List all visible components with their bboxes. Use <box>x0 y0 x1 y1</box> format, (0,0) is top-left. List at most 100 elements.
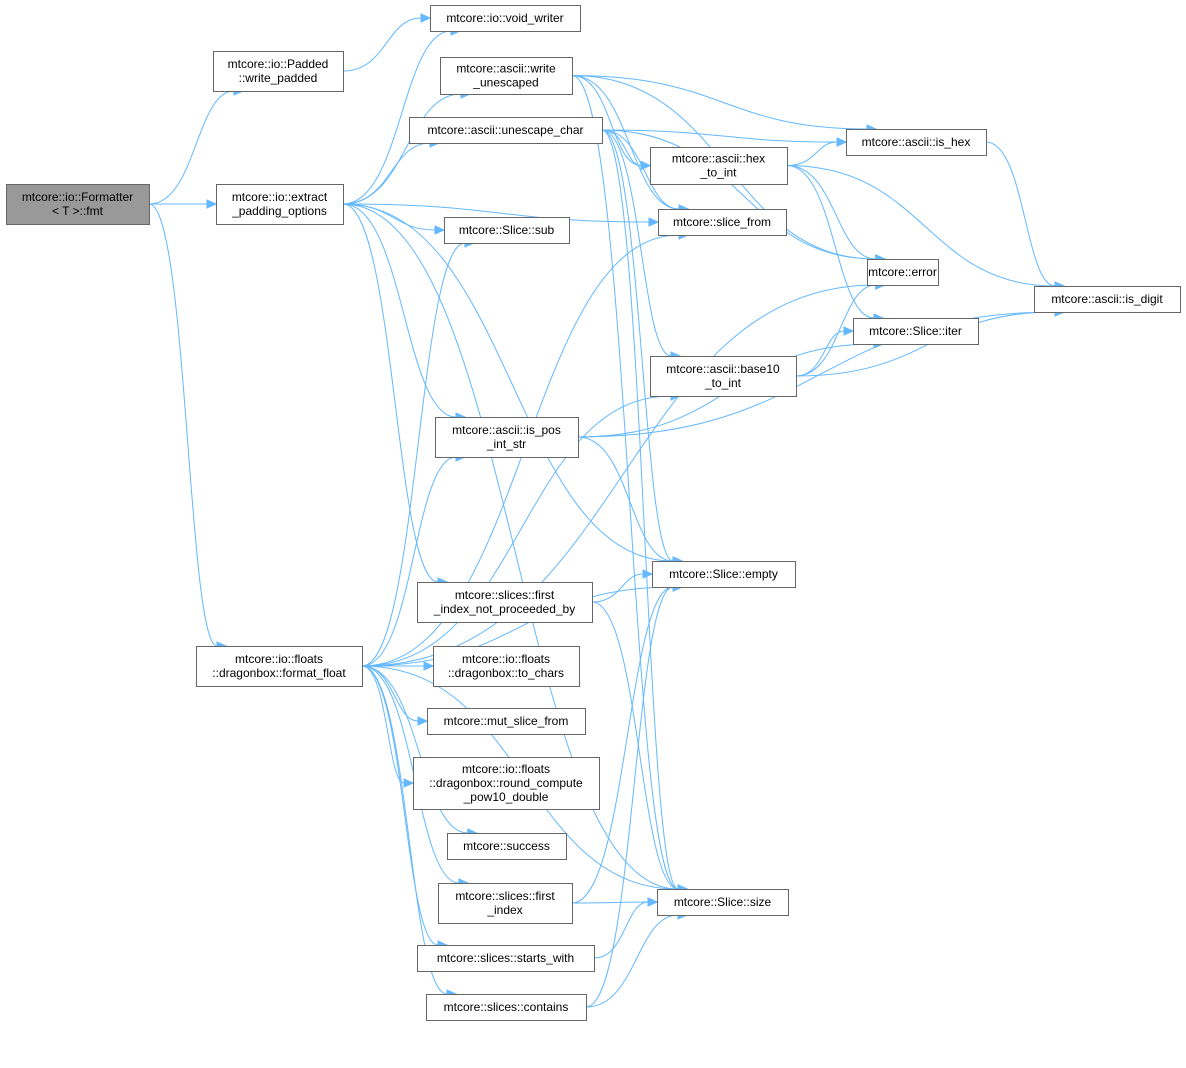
edge-format-float-to-error <box>361 284 876 667</box>
node-label-line: mtcore::io::Padded <box>228 57 329 71</box>
node-write-unescaped[interactable]: mtcore::ascii::write_unescaped <box>440 57 573 95</box>
edge-unescape-char-to-base10-to-int <box>601 129 672 357</box>
node-label-line: mtcore::slices::starts_with <box>437 951 574 965</box>
node-mut-slice-from[interactable]: mtcore::mut_slice_from <box>427 708 586 735</box>
edge-hex-to-int-to-is-digit <box>786 165 1056 287</box>
node-label-line: ::dragonbox::to_chars <box>448 666 564 680</box>
edge-first-index-not-proceeded-by-to-slice-empty <box>591 573 644 603</box>
edge-first-index-to-slice-empty <box>571 586 674 904</box>
arrow-head <box>423 661 435 671</box>
node-label-line: mtcore::Slice::sub <box>459 223 555 237</box>
arrow-head <box>434 225 446 235</box>
node-label-line: _padding_options <box>231 204 327 218</box>
node-label-line: mtcore::ascii::unescape_char <box>427 123 583 137</box>
node-slice-empty[interactable]: mtcore::Slice::empty <box>652 561 796 588</box>
node-label-line: mtcore::io::Formatter <box>22 190 133 204</box>
node-label-line: _to_int <box>704 376 742 390</box>
node-label-line: mtcore::ascii::is_hex <box>862 135 971 149</box>
node-hex-to-int[interactable]: mtcore::ascii::hex_to_int <box>650 147 788 185</box>
edge-unescape-char-to-error <box>601 129 876 260</box>
edge-base10-to-int-to-error <box>795 284 876 377</box>
edge-extract-padding-options-to-unescape-char <box>342 142 431 205</box>
node-box <box>846 129 987 156</box>
arrow-head <box>648 217 660 227</box>
edge-is-hex-to-is-digit <box>985 141 1056 287</box>
edge-extract-padding-options-to-slice-empty <box>342 203 674 562</box>
node-label-line: ::write_padded <box>239 71 318 85</box>
node-box <box>1034 286 1181 313</box>
edge-unescape-char-to-slice-size <box>601 129 679 890</box>
node-box <box>438 883 573 924</box>
node-to-chars[interactable]: mtcore::io::floats::dragonbox::to_chars <box>433 646 580 687</box>
node-label-line: _unescaped <box>472 76 538 90</box>
node-label-line: ::dragonbox::round_compute <box>429 776 583 790</box>
node-box <box>444 217 570 244</box>
edge-format-float-to-contains <box>361 665 448 995</box>
node-fmt[interactable]: mtcore::io::Formatter< T >::fmt <box>6 184 150 225</box>
node-contains[interactable]: mtcore::slices::contains <box>426 994 587 1021</box>
node-write-padded[interactable]: mtcore::io::Padded::write_padded <box>213 51 344 92</box>
node-box <box>652 561 796 588</box>
node-box <box>650 147 788 185</box>
node-label-line: mtcore::ascii::is_digit <box>1051 292 1163 306</box>
node-label-line: _pow10_double <box>463 790 549 804</box>
edge-format-float-to-is-pos-int-str <box>361 456 457 667</box>
node-label-line: mtcore::ascii::write <box>456 62 556 76</box>
node-label-line: mtcore::success <box>463 839 550 853</box>
node-box <box>427 708 586 735</box>
arrow-head <box>647 897 659 907</box>
edge-extract-padding-options-to-write-unescaped <box>342 93 462 205</box>
node-slice-size[interactable]: mtcore::Slice::size <box>657 889 789 916</box>
node-label-line: mtcore::io::void_writer <box>446 11 563 25</box>
node-slice-from[interactable]: mtcore::slice_from <box>658 209 787 236</box>
node-extract-padding-options[interactable]: mtcore::io::extract_padding_options <box>216 184 344 225</box>
node-is-pos-int-str[interactable]: mtcore::ascii::is_pos_int_str <box>435 417 579 458</box>
node-box <box>216 184 344 225</box>
node-first-index[interactable]: mtcore::slices::first_index <box>438 883 573 924</box>
node-label-line: mtcore::io::floats <box>235 652 323 666</box>
node-format-float[interactable]: mtcore::io::floats::dragonbox::format_fl… <box>196 646 363 687</box>
node-error[interactable]: mtcore::error <box>867 259 939 286</box>
edge-format-float-to-success <box>361 665 468 834</box>
node-round-compute-pow10-double[interactable]: mtcore::io::floats::dragonbox::round_com… <box>413 757 600 810</box>
edge-extract-padding-options-to-first-index-not-proceeded-by <box>342 203 439 583</box>
node-box <box>853 318 979 345</box>
node-first-index-not-proceeded-by[interactable]: mtcore::slices::first_index_not_proceede… <box>417 582 593 623</box>
node-label-line: mtcore::ascii::hex <box>672 152 765 166</box>
node-slice-iter[interactable]: mtcore::Slice::iter <box>853 318 979 345</box>
node-void-writer[interactable]: mtcore::io::void_writer <box>430 5 581 32</box>
node-box <box>213 51 344 92</box>
node-label-line: < T >::fmt <box>52 204 104 218</box>
edge-contains-to-slice-size <box>585 914 679 1008</box>
node-box <box>430 5 581 32</box>
node-label-line: mtcore::mut_slice_from <box>444 714 569 728</box>
edge-extract-padding-options-to-is-pos-int-str <box>342 203 457 418</box>
edge-extract-padding-options-to-void-writer <box>342 30 452 205</box>
arrow-head <box>642 569 654 579</box>
edge-fmt-to-format-float <box>148 203 218 647</box>
edge-is-pos-int-str-to-slice-empty <box>577 436 674 562</box>
node-label-line: mtcore::io::floats <box>462 652 550 666</box>
node-label-line: mtcore::ascii::base10 <box>666 362 780 376</box>
node-starts-with[interactable]: mtcore::slices::starts_with <box>417 945 595 972</box>
node-label-line: mtcore::ascii::is_pos <box>452 423 561 437</box>
arrow-head <box>417 716 429 726</box>
node-slice-sub[interactable]: mtcore::Slice::sub <box>444 217 570 244</box>
arrow-head <box>206 199 218 209</box>
node-label-line: ::dragonbox::format_float <box>212 666 346 680</box>
edge-hex-to-int-to-is-hex <box>786 141 838 166</box>
edge-is-pos-int-str-to-is-digit <box>577 311 1056 438</box>
node-label-line: mtcore::slices::contains <box>444 1000 569 1014</box>
node-is-digit[interactable]: mtcore::ascii::is_digit <box>1034 286 1181 313</box>
node-label-line: _index_not_proceeded_by <box>433 602 575 616</box>
edge-extract-padding-options-to-slice-size <box>342 203 679 890</box>
node-label-line: mtcore::slices::first <box>455 889 555 903</box>
node-success[interactable]: mtcore::success <box>447 833 567 860</box>
node-box <box>433 646 580 687</box>
node-box <box>417 945 595 972</box>
node-base10-to-int[interactable]: mtcore::ascii::base10_to_int <box>650 356 797 397</box>
node-is-hex[interactable]: mtcore::ascii::is_hex <box>846 129 987 156</box>
edge-format-float-to-slice-empty <box>361 586 674 667</box>
node-unescape-char[interactable]: mtcore::ascii::unescape_char <box>409 117 603 144</box>
edge-unescape-char-to-slice-empty <box>601 129 674 562</box>
